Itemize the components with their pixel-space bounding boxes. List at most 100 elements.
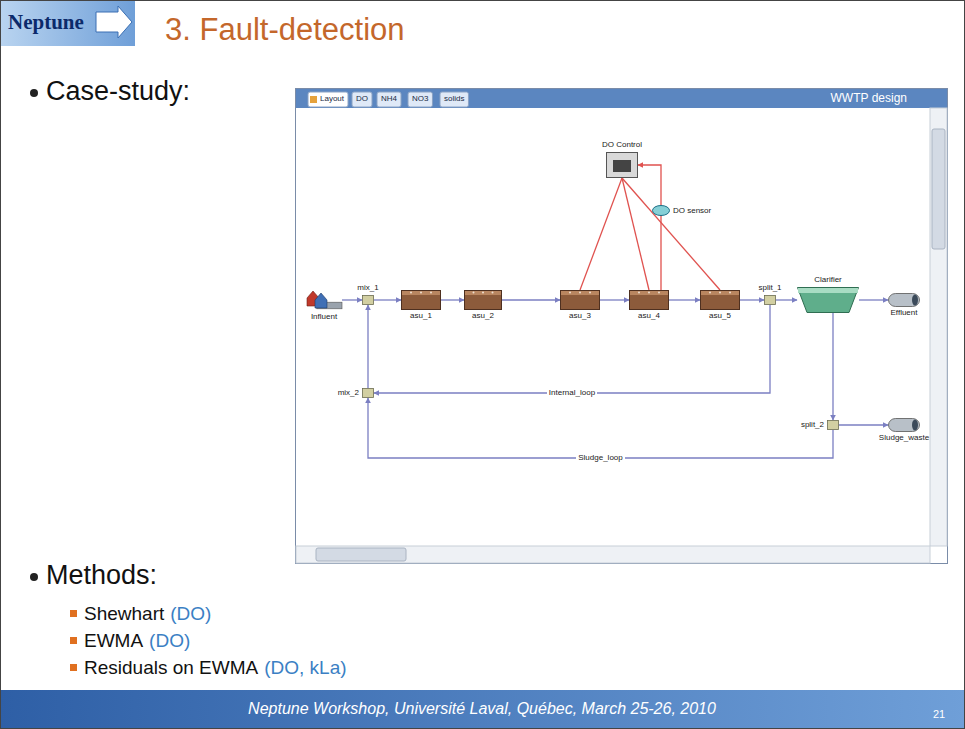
tab-bar — [296, 89, 947, 108]
aerator-dot — [430, 292, 432, 294]
mixer-unit: mix_1 — [362, 295, 374, 305]
unit-label: DO sensor — [673, 206, 711, 215]
scrollbar-vertical — [930, 108, 947, 546]
tab — [308, 92, 348, 107]
controller-display — [613, 160, 631, 172]
control-line — [622, 178, 649, 290]
aeration-tank-shape — [700, 290, 740, 310]
tank-surface — [465, 291, 501, 295]
aerator-dot — [658, 292, 660, 294]
aerator-dot — [729, 292, 731, 294]
aerator-dot — [473, 292, 475, 294]
flow-line — [342, 299, 362, 300]
unit-label: Effluent — [891, 309, 918, 318]
aerator-dot — [589, 292, 591, 294]
tab-label: Layout — [320, 94, 344, 103]
effluent-outlet: Effluent — [888, 293, 920, 307]
sensor-body — [653, 206, 670, 216]
aeration-tank-shape — [401, 290, 441, 310]
tank-surface — [402, 291, 440, 295]
software-window: WWTP designInfluentmix_1asu_1asu_2asu_3a… — [296, 89, 947, 563]
mixer-body — [363, 296, 374, 305]
bullet-text: Methods: — [46, 560, 157, 591]
tank-body — [465, 291, 502, 310]
footer-text: Neptune Workshop, Université Laval, Québ… — [248, 700, 716, 718]
aerator-dot — [579, 292, 581, 294]
influent-icon: Influent — [306, 289, 342, 311]
unit-label: asu_5 — [709, 312, 731, 321]
control-line — [622, 178, 720, 290]
aeration-tank-shape — [560, 290, 600, 310]
method-name: Residuals on EWMA — [84, 657, 258, 679]
tab-label: NO3 — [412, 94, 428, 103]
influent-icon-shape — [306, 289, 342, 311]
slide-title: 3. Fault-detection — [165, 12, 405, 48]
aerator-dot — [719, 292, 721, 294]
tab-icon — [310, 96, 317, 103]
controller-body — [607, 153, 638, 178]
tank-surface — [701, 291, 739, 295]
waste-outlet: Sludge_waste — [888, 418, 920, 432]
flow-line — [740, 299, 764, 300]
aeration-tank: asu_2 — [464, 290, 502, 310]
scroll-thumb — [316, 548, 406, 561]
unit-label: asu_3 — [569, 312, 591, 321]
flow-line — [502, 299, 560, 300]
method-name: EWMA — [84, 630, 143, 652]
scroll-thumb — [932, 129, 945, 249]
mixer-unit-shape — [362, 388, 374, 398]
clarifier-body — [798, 288, 859, 313]
aeration-tank: asu_3 — [560, 290, 600, 310]
flow-line — [839, 424, 888, 425]
tank-surface — [630, 291, 668, 295]
flow-line — [368, 398, 833, 458]
tab — [377, 92, 401, 107]
splitter-unit: split_1 — [764, 295, 776, 305]
flow-line — [600, 299, 629, 300]
mixer-body — [363, 389, 374, 398]
clarifier-icon: Clarifier — [797, 287, 859, 313]
unit-label: DO Control — [602, 141, 642, 150]
mixer-unit-shape — [362, 295, 374, 305]
sub-bullet-square — [70, 610, 77, 617]
tab — [440, 92, 468, 107]
unit-label: mix_1 — [357, 284, 378, 293]
method-variable: (DO) — [170, 603, 211, 625]
unit-label: asu_1 — [410, 312, 432, 321]
controller-box-shape — [606, 152, 638, 178]
sensor-ellipse: DO sensor — [652, 205, 670, 216]
waste-outlet-shape — [888, 418, 920, 432]
logo-arrow — [96, 6, 132, 38]
unit-label: Influent — [311, 313, 337, 322]
method-variable: (DO) — [149, 630, 190, 652]
tank-body — [561, 291, 600, 310]
outlet-end — [912, 420, 918, 431]
aerator-dot — [410, 292, 412, 294]
sub-bullet-square — [70, 637, 77, 644]
loop-label: Internal_loop — [547, 389, 597, 398]
flow-line — [669, 299, 700, 300]
tab — [352, 92, 372, 107]
scrollbar-horizontal — [296, 546, 930, 563]
control-line — [580, 178, 622, 290]
logo-block — [0, 0, 135, 46]
effluent-outlet-shape — [888, 293, 920, 307]
tab — [408, 92, 432, 107]
unit-label: split_1 — [758, 284, 781, 293]
method-name: Shewhart — [84, 603, 164, 625]
aeration-tank: asu_5 — [700, 290, 740, 310]
aerator-dot — [569, 292, 571, 294]
tab-label: solids — [444, 94, 464, 103]
aerator-dot — [709, 292, 711, 294]
splitter-unit-shape — [827, 420, 839, 430]
bullet-dot — [30, 89, 38, 97]
flow-line — [441, 299, 464, 300]
flow-line — [832, 313, 833, 420]
bullet-dot — [30, 573, 38, 581]
unit-label: Sludge_waste — [879, 434, 929, 443]
tab-label: DO — [356, 94, 368, 103]
flow-line — [367, 305, 368, 388]
tank-body — [701, 291, 740, 310]
unit-label: mix_2 — [338, 389, 359, 398]
